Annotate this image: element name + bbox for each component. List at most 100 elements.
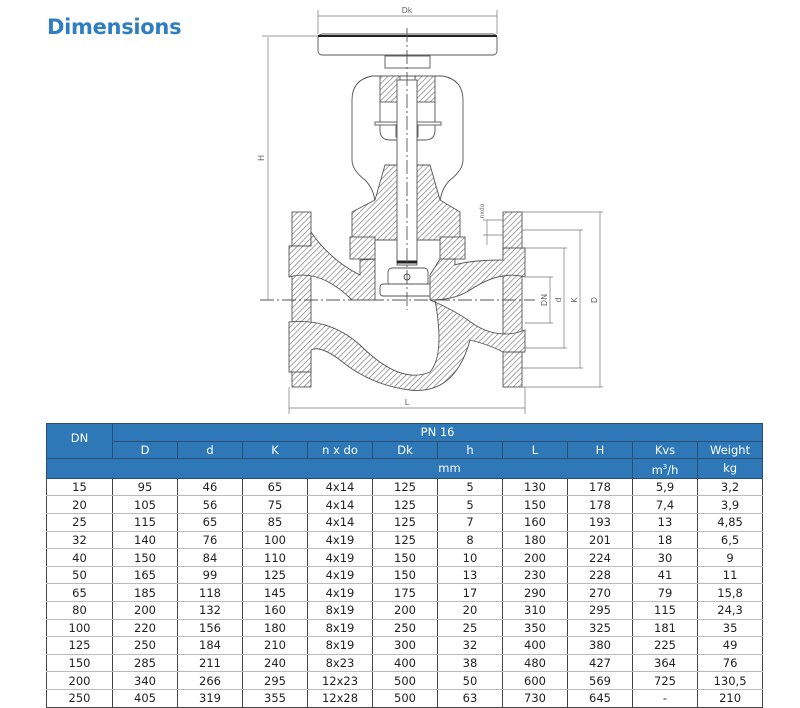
header-pn: PN 16	[111, 423, 764, 442]
table-cell: 75	[242, 495, 308, 515]
table-cell: 11	[696, 565, 764, 585]
table-cell: 125	[46, 636, 113, 655]
table-cell: 12x28	[307, 688, 373, 708]
table-cell: 150	[372, 548, 438, 567]
table-cell: 380	[567, 636, 633, 655]
table-cell: 569	[567, 671, 633, 690]
table-cell: 193	[567, 513, 633, 532]
dim-label-dn: DN	[540, 294, 549, 306]
table-cell: 99	[177, 565, 243, 585]
table-cell: 15,8	[696, 583, 764, 602]
table-cell: 76	[696, 653, 764, 673]
table-cell: 41	[632, 565, 698, 585]
column-header: K	[242, 440, 308, 459]
column-header: D	[112, 440, 178, 459]
table-cell: 5,9	[632, 477, 698, 497]
table-cell: 13	[632, 513, 698, 532]
table-cell: 4x19	[307, 548, 373, 567]
table-cell: 65	[177, 513, 243, 532]
table-cell: 115	[112, 513, 178, 532]
table-cell: 4x14	[307, 477, 373, 497]
table-cell: 8x19	[307, 636, 373, 655]
table-cell: 400	[502, 636, 568, 655]
table-cell: 405	[112, 688, 178, 708]
table-cell: 125	[372, 477, 438, 497]
table-cell: 500	[372, 688, 438, 708]
table-cell: 210	[242, 636, 308, 655]
table-cell: 225	[632, 636, 698, 655]
table-cell: 49	[696, 636, 764, 655]
table-cell: 295	[242, 671, 308, 690]
table-cell: 5	[437, 495, 503, 515]
table-cell: 266	[177, 671, 243, 690]
table-cell: 79	[632, 583, 698, 602]
table-cell: 6,5	[696, 530, 764, 550]
table-cell: 4x14	[307, 513, 373, 532]
table-cell: 130,5	[696, 671, 764, 690]
table-cell: 32	[46, 530, 113, 550]
unit-weight: kg	[696, 458, 764, 479]
table-cell: 56	[177, 495, 243, 515]
dim-label-d-small: d	[554, 297, 563, 302]
table-cell: 250	[112, 636, 178, 655]
table-cell: 220	[112, 618, 178, 638]
table-cell: 340	[112, 671, 178, 690]
table-cell: 4,85	[696, 513, 764, 532]
table-cell: 18	[632, 530, 698, 550]
table-cell: 38	[437, 653, 503, 673]
table-cell: 160	[242, 600, 308, 620]
table-cell: 24,3	[696, 600, 764, 620]
column-header: Weight	[696, 440, 764, 459]
table-cell: 180	[502, 530, 568, 550]
table-cell: 84	[177, 548, 243, 567]
table-cell: 50	[46, 565, 113, 585]
table-cell: 250	[46, 688, 113, 708]
table-cell: 300	[372, 636, 438, 655]
table-cell: 100	[46, 618, 113, 638]
table-cell: 65	[242, 477, 308, 497]
table-cell: 8x23	[307, 653, 373, 673]
table-cell: 165	[112, 565, 178, 585]
table-cell: 600	[502, 671, 568, 690]
table-cell: 228	[567, 565, 633, 585]
table-cell: 9	[696, 548, 764, 567]
table-cell: 250	[372, 618, 438, 638]
unit-kvs-tail: /h	[667, 462, 679, 477]
table-cell: 76	[177, 530, 243, 550]
table-cell: 50	[437, 671, 503, 690]
column-header: L	[502, 440, 568, 459]
table-cell: 10	[437, 548, 503, 567]
table-cell: 224	[567, 548, 633, 567]
table-cell: 30	[632, 548, 698, 567]
table-cell: 211	[177, 653, 243, 673]
table-cell: 180	[242, 618, 308, 638]
table-cell: 85	[242, 513, 308, 532]
table-cell: 319	[177, 688, 243, 708]
column-header: h	[437, 440, 503, 459]
table-cell: 115	[632, 600, 698, 620]
table-cell: 40	[46, 548, 113, 567]
table-cell: 65	[46, 583, 113, 602]
table-cell: 230	[502, 565, 568, 585]
table-cell: 500	[372, 671, 438, 690]
table-cell: 8x19	[307, 600, 373, 620]
table-cell: 290	[502, 583, 568, 602]
dim-label-dk: Dk	[402, 6, 413, 15]
table-cell: 355	[242, 688, 308, 708]
table-cell: 46	[177, 477, 243, 497]
dim-label-l: L	[405, 398, 410, 407]
table-cell: 13	[437, 565, 503, 585]
table-cell: 110	[242, 548, 308, 567]
table-cell: 8	[437, 530, 503, 550]
table-cell: 17	[437, 583, 503, 602]
table-cell: 7	[437, 513, 503, 532]
table-cell: 7,4	[632, 495, 698, 515]
table-cell: 20	[46, 495, 113, 515]
column-header: n x do	[307, 440, 373, 459]
